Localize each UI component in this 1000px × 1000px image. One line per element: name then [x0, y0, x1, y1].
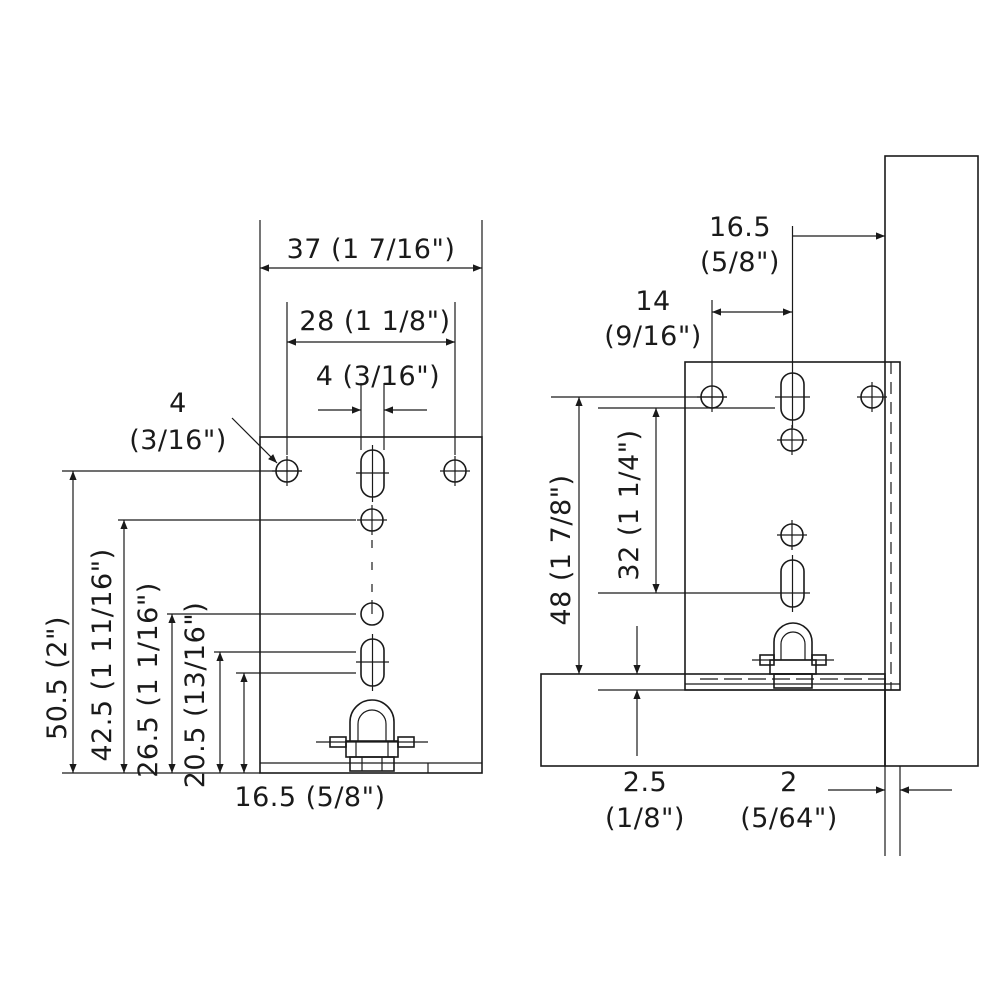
left-slot-bottom [356, 634, 389, 691]
dim-bottom-offset-label: 16.5 (5/8") [234, 782, 385, 813]
dim-height-total-label: 50.5 (2") [42, 616, 73, 740]
dim-height-4: 20.5 (13/16") [180, 602, 224, 789]
dim-slot-spacing-label: 32 (1 1/4") [614, 429, 645, 580]
dim-plate-thickness-inch: (1/8") [605, 803, 685, 834]
door-panel [540, 673, 886, 767]
dim-height-total: 50.5 (2") [42, 471, 77, 773]
dim-height-3: 26.5 (1 1/16") [133, 582, 176, 778]
dim-gap-value: 2 [780, 767, 798, 798]
dim-overall-width: 37 (1 7/16") [260, 234, 482, 272]
dim-height-3-label: 26.5 (1 1/16") [133, 582, 164, 778]
dim-hole-offset-value: 14 [635, 286, 670, 317]
dim-gap: 2 (5/64") [740, 767, 952, 834]
cabinet-side-panel [884, 155, 979, 767]
dim-right-height-total: 48 (1 7/8") [546, 397, 583, 674]
left-mounting-plate [259, 436, 483, 774]
dim-edge-offset: 16.5 (5/8") [700, 212, 885, 278]
dim-slot-spacing: 32 (1 1/4") [614, 408, 660, 593]
right-slot-bottom [775, 555, 810, 612]
dim-right-height-total-label: 48 (1 7/8") [546, 474, 577, 625]
right-hole-left [697, 300, 727, 412]
right-shackle [752, 622, 834, 689]
dim-plate-thickness: 2.5 (1/8") [605, 626, 685, 834]
dim-plate-thickness-value: 2.5 [623, 767, 667, 798]
dim-hole-diameter: 4 (3/16") [129, 388, 278, 464]
left-slot-top [356, 445, 389, 502]
dim-slot-width: 4 (3/16") [316, 361, 440, 414]
dim-hole-diameter-inch: (3/16") [129, 425, 227, 456]
dim-edge-offset-inch: (5/8") [700, 247, 780, 278]
dim-edge-offset-value: 16.5 [709, 212, 771, 243]
dim-height-2-label: 42.5 (1 11/16") [87, 548, 118, 761]
right-view: 16.5 (5/8") 14 (9/16") 48 (1 7/8") 32 (1… [540, 155, 979, 856]
dim-height-4-label: 20.5 (13/16") [180, 602, 211, 789]
left-hole-right [440, 456, 470, 486]
left-view: 37 (1 7/16") 28 (1 1/8") 4 (3/16") 4 (3/… [42, 220, 483, 813]
right-hole-lower-center [777, 520, 807, 550]
dim-slot-width-label: 4 (3/16") [316, 361, 440, 392]
left-shackle [316, 699, 428, 772]
right-hole-top-center [777, 425, 807, 455]
dim-hole-offset: 14 (9/16") [604, 286, 792, 352]
dim-gap-inch: (5/64") [740, 803, 838, 834]
left-hole-center [357, 505, 387, 535]
dim-hole-spacing: 28 (1 1/8") [287, 306, 455, 346]
dim-hole-offset-inch: (9/16") [604, 321, 702, 352]
dim-hole-diameter-value: 4 [169, 388, 187, 419]
dim-hole-spacing-label: 28 (1 1/8") [299, 306, 450, 337]
right-hole-right [857, 382, 887, 412]
dim-height-2: 42.5 (1 11/16") [87, 520, 128, 773]
dim-overall-width-label: 37 (1 7/16") [287, 234, 456, 265]
left-hole-lower [360, 600, 384, 626]
right-slot-top [775, 226, 810, 428]
